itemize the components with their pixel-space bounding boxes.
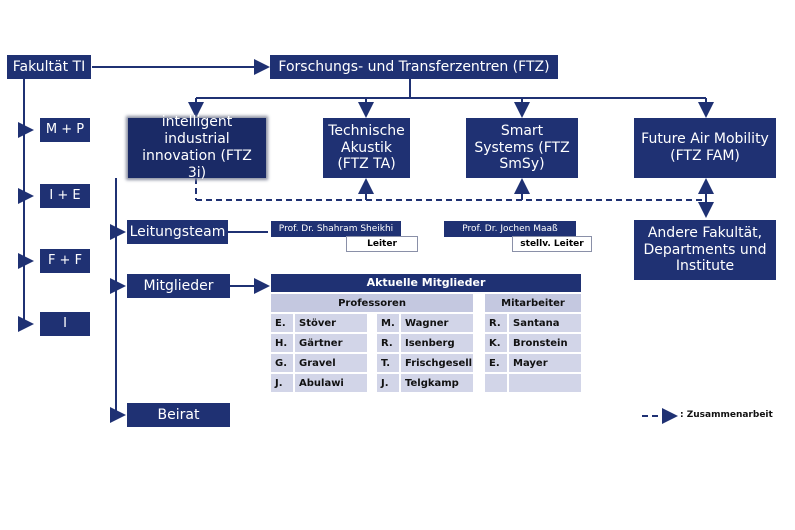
member-name: Stöver — [295, 314, 367, 332]
member-name: Mayer — [509, 354, 581, 372]
member-initial — [485, 374, 507, 392]
member-name: Wagner — [401, 314, 473, 332]
mitglieder-box: Mitglieder — [127, 274, 230, 298]
member-initial: E. — [271, 314, 293, 332]
member-initial: H. — [271, 334, 293, 352]
member-name: Isenberg — [401, 334, 473, 352]
deputy-role: stellv. Leiter — [512, 236, 592, 252]
member-name: Santana — [509, 314, 581, 332]
member-initial: M. — [377, 314, 399, 332]
ftz-box: Forschungs- und Transferzentren (FTZ) — [270, 55, 558, 79]
member-initial: J. — [271, 374, 293, 392]
center-box-ftzta: Technische Akustik (FTZ TA) — [323, 118, 410, 178]
center-box-ftzsmsy: Smart Systems (FTZ SmSy) — [466, 118, 578, 178]
department-box-mp: M + P — [40, 118, 90, 142]
department-box-i: I — [40, 312, 90, 336]
deputy-name: Prof. Dr. Jochen Maaß — [444, 221, 576, 237]
center-box-ftzfam: Future Air Mobility (FTZ FAM) — [634, 118, 776, 178]
legend-label: : Zusammenarbeit — [680, 410, 773, 420]
members-title: Aktuelle Mitglieder — [271, 274, 581, 292]
member-name: Bronstein — [509, 334, 581, 352]
professors-header: Professoren — [271, 294, 473, 312]
member-name: Gravel — [295, 354, 367, 372]
member-name: Gärtner — [295, 334, 367, 352]
department-box-ie: I + E — [40, 184, 90, 208]
external-box: Andere Fakultät, Departments und Institu… — [634, 220, 776, 280]
member-name — [509, 374, 581, 392]
beirat-box: Beirat — [127, 403, 230, 427]
center-box-ftz3i: intelligent industrial innovation (FTZ 3… — [128, 114, 266, 181]
member-name: Frischgesell — [401, 354, 473, 372]
lead-name: Prof. Dr. Shahram Sheikhi — [271, 221, 401, 237]
department-box-ff: F + F — [40, 249, 90, 273]
member-initial: R. — [485, 314, 507, 332]
lead-role: Leiter — [346, 236, 418, 252]
member-initial: R. — [377, 334, 399, 352]
member-initial: T. — [377, 354, 399, 372]
member-initial: K. — [485, 334, 507, 352]
member-name: Telgkamp — [401, 374, 473, 392]
member-initial: G. — [271, 354, 293, 372]
staff-header: Mitarbeiter — [485, 294, 581, 312]
member-initial: J. — [377, 374, 399, 392]
member-initial: E. — [485, 354, 507, 372]
member-name: Abulawi — [295, 374, 367, 392]
leitungsteam-box: Leitungsteam — [127, 220, 228, 244]
faculty-box: Fakultät TI — [7, 55, 91, 79]
